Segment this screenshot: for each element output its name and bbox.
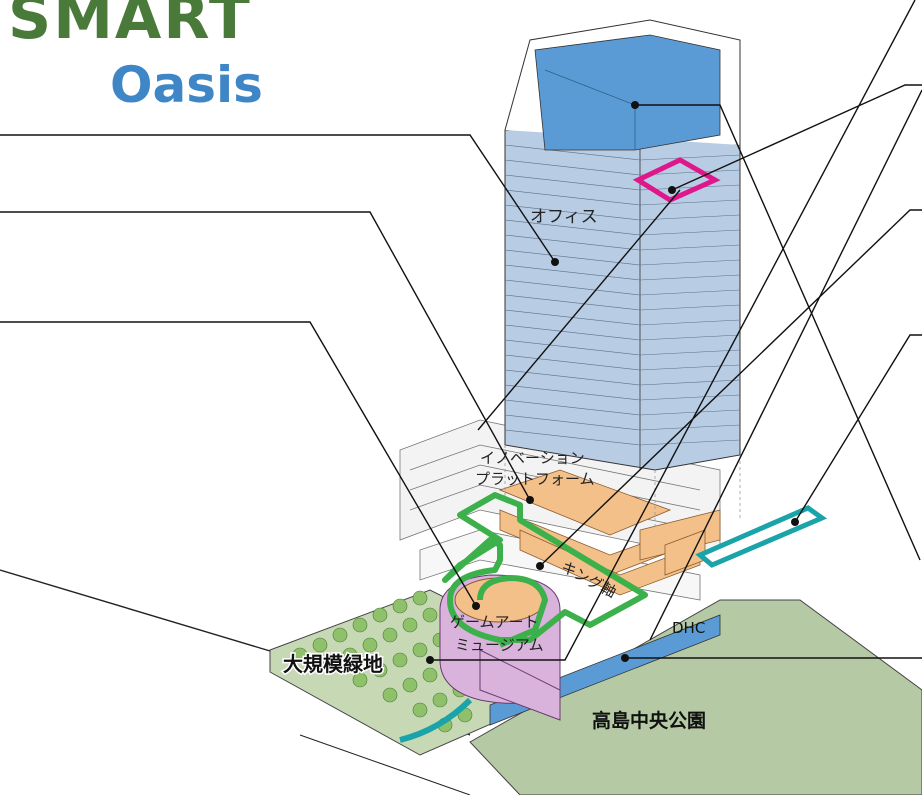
label-office: オフィス [530,207,598,227]
logo-line2: Oasis [110,56,263,114]
park-area [469,599,922,795]
label-dhc: DHC [672,619,705,637]
logo-line1: SMART [8,0,252,53]
smart-oasis-logo: SMART Oasis [8,0,263,114]
king-axis-outline [442,492,648,648]
label-park: 高島中央公園 [592,709,706,732]
leader-dots [426,101,799,664]
label-innovation-line2: プラットフォーム [475,470,595,488]
rooftop-magenta-marker [632,157,721,203]
office-tower [504,19,741,530]
label-green-area: 大規模緑地 [283,652,383,676]
label-game-art-line2: ミュージアム [455,636,544,654]
label-innovation-line1: イノベーション [480,449,585,467]
leader-lines [0,0,922,661]
innovation-platform-floors [498,469,721,596]
label-game-art-line1: ゲームアート [450,613,539,631]
